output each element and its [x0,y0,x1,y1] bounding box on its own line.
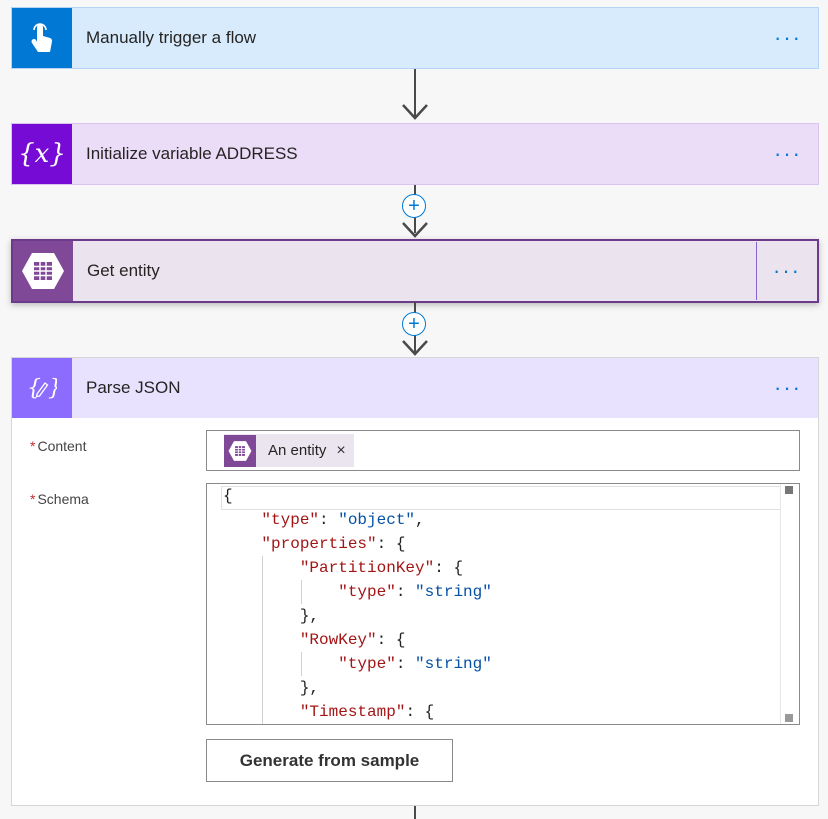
svg-text:{: { [27,376,41,401]
parse-json-more-button[interactable]: ··· [774,375,802,400]
schema-label: *Schema [30,491,89,507]
variable-x-icon: {x} [12,124,72,184]
trigger-card[interactable]: Manually trigger a flow ··· [11,7,819,69]
generate-from-sample-button[interactable]: Generate from sample [206,739,453,782]
code-line: { [223,487,233,505]
code-line: "type": "object", [261,511,425,529]
get-entity-more-button[interactable]: ··· [756,242,817,300]
init-variable-card[interactable]: {x} Initialize variable ADDRESS ··· [11,123,819,185]
connector-line [414,806,416,819]
schema-editor[interactable]: { "type": "object", "properties": { "Par… [206,483,800,725]
add-step-button[interactable]: + [402,194,426,218]
content-token[interactable]: An entity × [224,434,354,467]
code-line: }, [299,607,320,625]
code-line: "RowKey": { [299,631,406,649]
code-line: "type": "string" [338,583,492,601]
code-line: "properties": { [261,535,406,553]
code-line: "type": "string" [338,655,492,673]
code-line: "Timestamp": { [299,703,435,721]
remove-token-button[interactable]: × [336,441,346,459]
hand-tap-icon [12,8,72,68]
arrow-down-icon [402,222,428,238]
init-variable-title: Initialize variable ADDRESS [86,144,298,163]
trigger-more-button[interactable]: ··· [774,25,802,50]
content-field[interactable]: An entity × [206,430,800,471]
indent-guide [301,580,302,604]
content-label: *Content [30,438,87,454]
add-step-button[interactable]: + [402,312,426,336]
content-token-label: An entity [268,442,327,459]
init-variable-more-button[interactable]: ··· [774,141,802,166]
arrow-down-icon [402,340,428,356]
scrollbar[interactable] [780,484,799,724]
get-entity-title: Get entity [87,261,160,280]
code-line: }, [299,679,320,697]
parse-json-title: Parse JSON [86,378,181,397]
table-storage-icon [13,241,73,301]
code-line: "PartitionKey": { [299,559,464,577]
trigger-title: Manually trigger a flow [86,28,257,47]
svg-text:}: } [48,376,57,401]
schema-code: { "type": "object", "properties": { "Par… [223,484,492,724]
arrow-down-icon [402,104,428,120]
indent-guide [301,652,302,676]
get-entity-card[interactable]: Get entity ··· [11,239,819,303]
indent-guide [262,556,263,724]
table-storage-icon [224,434,256,467]
connector-line [414,69,416,116]
json-edit-icon: { } [12,358,72,418]
